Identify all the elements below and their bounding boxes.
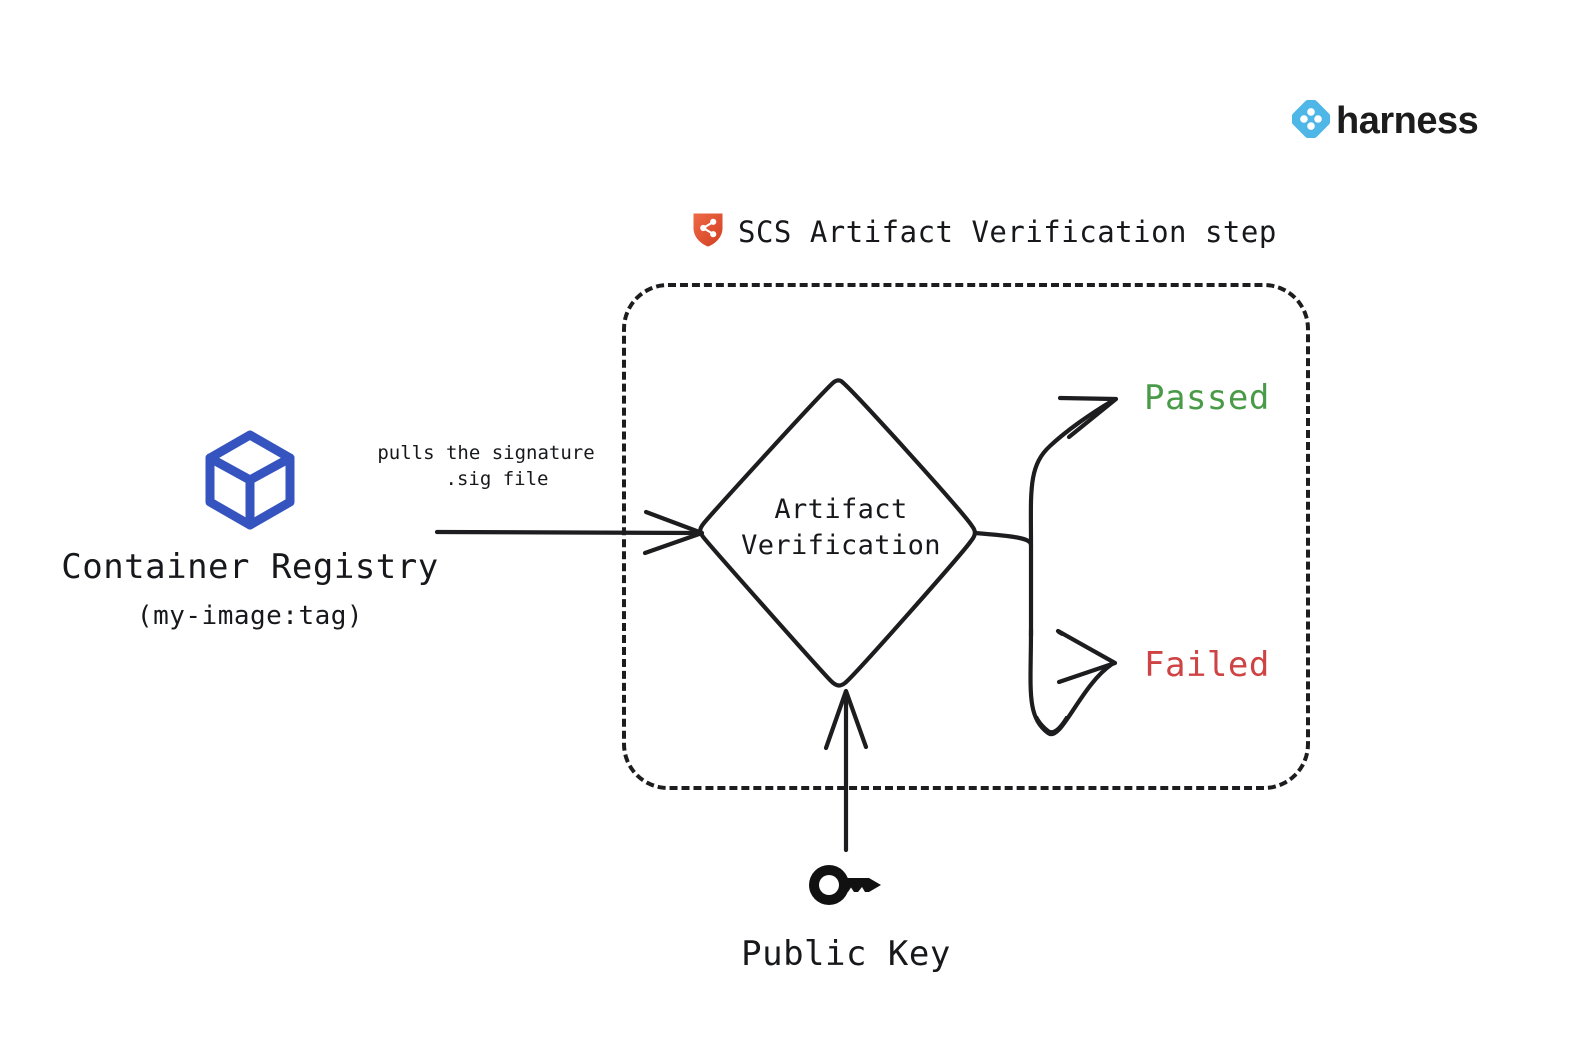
step-title-text: SCS Artifact Verification step (738, 215, 1277, 249)
public-key-label: Public Key (741, 934, 951, 974)
harness-brand-lockup: harness (1291, 99, 1479, 142)
edge-caption-line1: pulls the signature (377, 442, 595, 464)
outcome-failed-label: Failed (1144, 645, 1270, 685)
outcome-passed-label: Passed (1144, 378, 1270, 418)
decision-label-line1: Artifact (774, 494, 908, 525)
step-title: SCS Artifact Verification step (692, 212, 1277, 252)
edge-caption-pulls-signature: pulls the signature .sig file (370, 441, 602, 492)
container-registry-sublabel: (my-image:tag) (136, 601, 364, 632)
edge-caption-line2: .sig file (445, 467, 549, 490)
container-registry-node: Container Registry (my-image:tag) (40, 430, 460, 631)
scs-shield-icon (692, 212, 724, 252)
artifact-verification-label: Artifact Verification (706, 492, 976, 564)
key-icon (680, 862, 1012, 912)
decision-label-line2: Verification (741, 529, 941, 561)
harness-wordmark: harness (1336, 100, 1479, 142)
step-boundary-box (622, 283, 1310, 790)
public-key-node: Public Key (680, 862, 1012, 974)
container-registry-label: Container Registry (61, 547, 439, 587)
harness-diamond-logo-icon (1291, 99, 1331, 142)
container-cube-icon (40, 430, 460, 534)
